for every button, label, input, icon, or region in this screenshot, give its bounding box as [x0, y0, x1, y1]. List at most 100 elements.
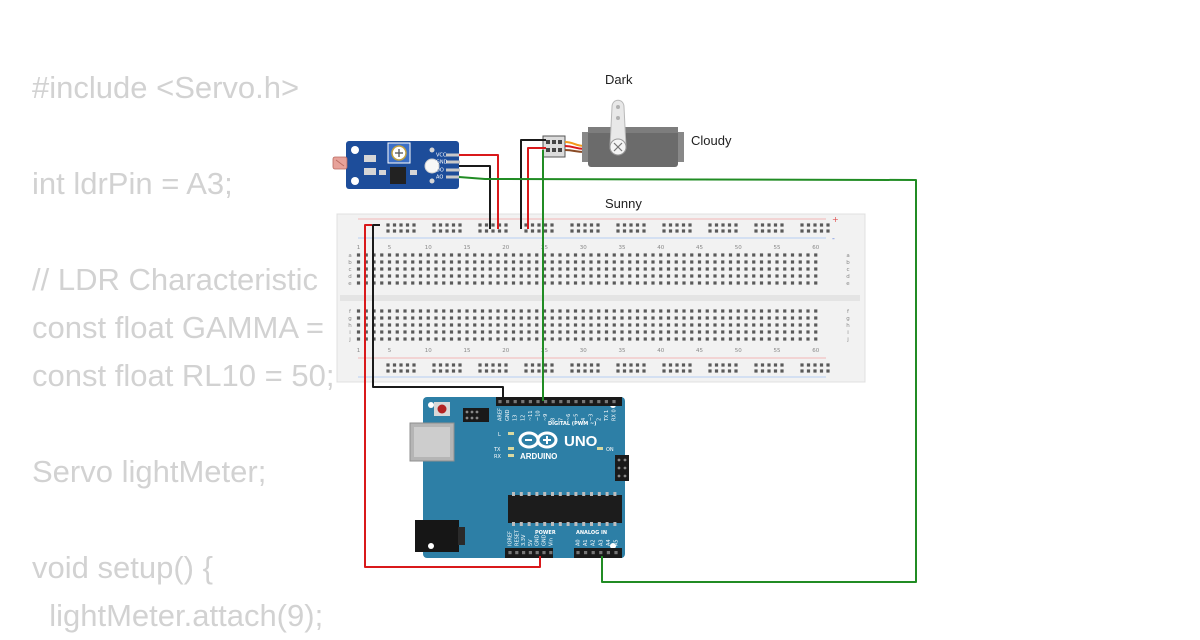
column-number: 60: [812, 245, 819, 251]
breadboard-center-channel: [340, 295, 860, 301]
power-pin-label: RESET: [514, 529, 520, 546]
column-number: 5: [388, 245, 392, 251]
row-letter: d: [846, 274, 850, 280]
power-pin-label: GND: [542, 534, 548, 546]
led-label-l: L: [498, 432, 501, 438]
column-number: 20: [502, 245, 509, 251]
atmega-chip: [508, 492, 622, 526]
arduino-logo-icon: [518, 431, 558, 449]
power-header-label: POWER: [535, 530, 556, 536]
row-letter: j: [348, 337, 351, 343]
row-letter: d: [348, 274, 352, 280]
label-cloudy: Cloudy: [691, 133, 732, 148]
wire-5v: [364, 224, 541, 568]
led-label-on: ON: [606, 447, 614, 453]
digital-pin-label: 12: [520, 415, 526, 421]
digital-pin-label: AREF: [498, 408, 504, 421]
code-line: // LDR Characteristic: [32, 262, 318, 297]
analog-header: [574, 548, 622, 558]
row-letter: j: [846, 337, 849, 343]
analog-pin-label: A5: [614, 539, 620, 546]
code-line: lightMeter.attach(9);: [32, 598, 324, 633]
column-number: 50: [735, 348, 742, 354]
mount-hole-icon: [351, 177, 359, 185]
power-pin-label: IOREF: [508, 531, 514, 546]
column-number: 50: [735, 245, 742, 251]
code-line: void setup() {: [32, 550, 213, 585]
row-letter: a: [846, 253, 849, 259]
wire-gnd: [372, 224, 504, 401]
ldr-module-board: [346, 141, 459, 189]
comparator-chip-icon: [390, 167, 406, 184]
column-number: 10: [425, 348, 432, 354]
label-dark: Dark: [605, 72, 633, 87]
analog-pin-label: A4: [606, 539, 612, 546]
wire-servo-gnd: [520, 139, 546, 229]
column-number: 1: [357, 245, 361, 251]
digital-pin-label: 2: [596, 418, 602, 421]
digital-pin-label: 4: [581, 418, 587, 421]
code-line: #include <Servo.h>: [32, 70, 300, 105]
servo-connector: [542, 135, 566, 158]
row-letter: h: [348, 323, 352, 329]
servo-tab: [582, 132, 590, 162]
row-letter: h: [846, 323, 850, 329]
icsp-header-right: [615, 455, 629, 481]
analog-pin-label: A0: [576, 539, 582, 546]
column-number: 35: [619, 348, 626, 354]
digital-pin-label: 13: [513, 415, 519, 421]
ldr-pin-label: VCC: [436, 153, 447, 159]
column-number: 1: [357, 348, 361, 354]
digital-header-label: DIGITAL (PWM ~): [548, 421, 596, 427]
column-number: 10: [425, 245, 432, 251]
column-number: 55: [774, 245, 781, 251]
column-number: 15: [464, 245, 471, 251]
resistor-icon: [364, 155, 376, 162]
row-letter: c: [846, 267, 849, 273]
code-line: Servo lightMeter;: [32, 454, 267, 489]
ldr-pin: [446, 175, 460, 179]
power-pin-label: GND: [535, 534, 541, 546]
column-number: 20: [502, 348, 509, 354]
arduino-brand-label: ARDUINO: [520, 452, 557, 461]
digital-pin-label: 7: [558, 418, 564, 421]
digital-pin-label: ~6: [566, 414, 572, 421]
row-letter: g: [348, 316, 352, 322]
label-sunny: Sunny: [605, 196, 642, 211]
digital-pin-label: GND: [505, 409, 511, 421]
resistor-icon: [364, 168, 376, 175]
analog-header-label: ANALOG IN: [576, 530, 607, 536]
wire-servo-vcc: [527, 147, 546, 229]
column-number: 25: [541, 348, 548, 354]
column-number: 15: [464, 348, 471, 354]
row-letter: e: [348, 281, 352, 287]
digital-pin-label: TX 1: [604, 410, 610, 422]
column-number: 45: [696, 245, 703, 251]
column-number: 25: [541, 245, 548, 251]
code-background: #include <Servo.h> int ldrPin = A3; // L…: [32, 64, 334, 640]
row-letter: f: [349, 309, 352, 315]
power-pin-label: Vin: [548, 538, 554, 546]
row-letter: e: [846, 281, 850, 287]
wire-ldr-analog: [458, 176, 917, 583]
column-number: 5: [388, 348, 392, 354]
digital-pin-label: 8: [551, 418, 557, 421]
mount-hole-icon: [351, 146, 359, 154]
column-number: 30: [580, 245, 587, 251]
power-pin-label: 3.3V: [521, 534, 527, 546]
row-letter: g: [846, 316, 850, 322]
column-number: 30: [580, 348, 587, 354]
digital-pin-label: RX 0: [612, 409, 618, 421]
code-line: const float GAMMA =: [32, 310, 333, 345]
code-line: const float RL10 = 50;: [32, 358, 335, 393]
digital-pin-label: ~11: [528, 410, 534, 421]
ldr-pin-label: AO: [436, 175, 443, 181]
